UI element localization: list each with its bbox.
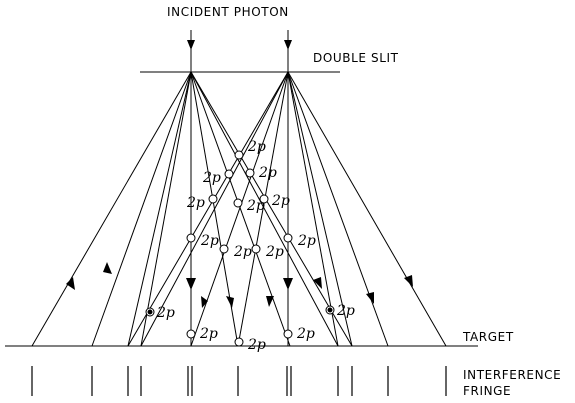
intersection-node [233, 198, 243, 208]
right-slit-rays [127, 71, 447, 347]
ray-arrowhead [201, 296, 208, 308]
node-label-2p: 2p [247, 139, 266, 155]
ray-arrowhead [226, 296, 234, 308]
intersection-node [234, 150, 244, 160]
node-label-2p: 2p [246, 198, 265, 214]
ray [190, 71, 289, 347]
incident-arrowhead-right [284, 40, 292, 50]
intersection-node-dot [327, 307, 333, 313]
intersection-node [219, 244, 229, 254]
ray [127, 71, 192, 347]
node-label-2p: 2p [271, 193, 290, 209]
node-label-2p: 2p [186, 195, 205, 211]
intersection-nodes: 2p 2p 2p 2p 2p 2p 2p 2p 2p 2p 2p 2p 2p 2p 2p [145, 139, 355, 353]
ray-arrowhead [313, 277, 322, 289]
ray [31, 71, 192, 347]
node-label-2p: 2p [202, 170, 221, 186]
ray [190, 71, 339, 347]
node-label-2p: 2p [233, 244, 252, 260]
intersection-node [186, 233, 196, 243]
target-label: TARGET [462, 330, 514, 344]
node-label-2p: 2p [265, 244, 284, 260]
node-label-2p: 2p [156, 305, 175, 321]
ray-arrowhead [186, 278, 196, 290]
node-label-2p: 2p [199, 326, 218, 342]
ray [287, 71, 353, 347]
double-slit-label: DOUBLE SLIT [313, 51, 399, 65]
node-label-2p: 2p [247, 337, 266, 353]
interference-fringe [31, 366, 447, 396]
interference-label: INTERFERENCE [463, 368, 561, 382]
node-label-2p: 2p [336, 303, 355, 319]
ray [190, 71, 353, 347]
ray [91, 71, 192, 347]
ray-arrowhead [266, 296, 274, 307]
intersection-node [259, 194, 269, 204]
intersection-node [234, 337, 244, 347]
intersection-node [186, 329, 196, 339]
ray-arrowhead [366, 292, 374, 304]
intersection-node [208, 194, 218, 204]
ray [237, 71, 289, 347]
intersection-node [224, 169, 234, 179]
intersection-node [245, 168, 255, 178]
ray [190, 71, 291, 347]
ray-arrowhead [283, 278, 293, 290]
ray [140, 71, 192, 347]
intersection-node [283, 233, 293, 243]
incident-arrows [187, 30, 292, 72]
incident-photon-label: INCIDENT PHOTON [167, 5, 289, 19]
ray-arrowhead [103, 262, 112, 274]
node-label-2p: 2p [200, 233, 219, 249]
ray-arrowhead [66, 277, 75, 290]
ray [287, 71, 447, 347]
ray-arrowheads [66, 262, 413, 308]
node-label-2p: 2p [297, 233, 316, 249]
ray [287, 71, 339, 347]
incident-arrowhead-left [187, 40, 195, 50]
intersection-node-dot [147, 309, 153, 315]
intersection-node [283, 329, 293, 339]
fringe-label: FRINGE [463, 384, 511, 398]
intersection-node [251, 244, 261, 254]
ray [140, 71, 289, 347]
ray [127, 71, 289, 347]
node-label-2p: 2p [258, 165, 277, 181]
ray-arrowhead [404, 275, 413, 287]
node-label-2p: 2p [296, 326, 315, 342]
